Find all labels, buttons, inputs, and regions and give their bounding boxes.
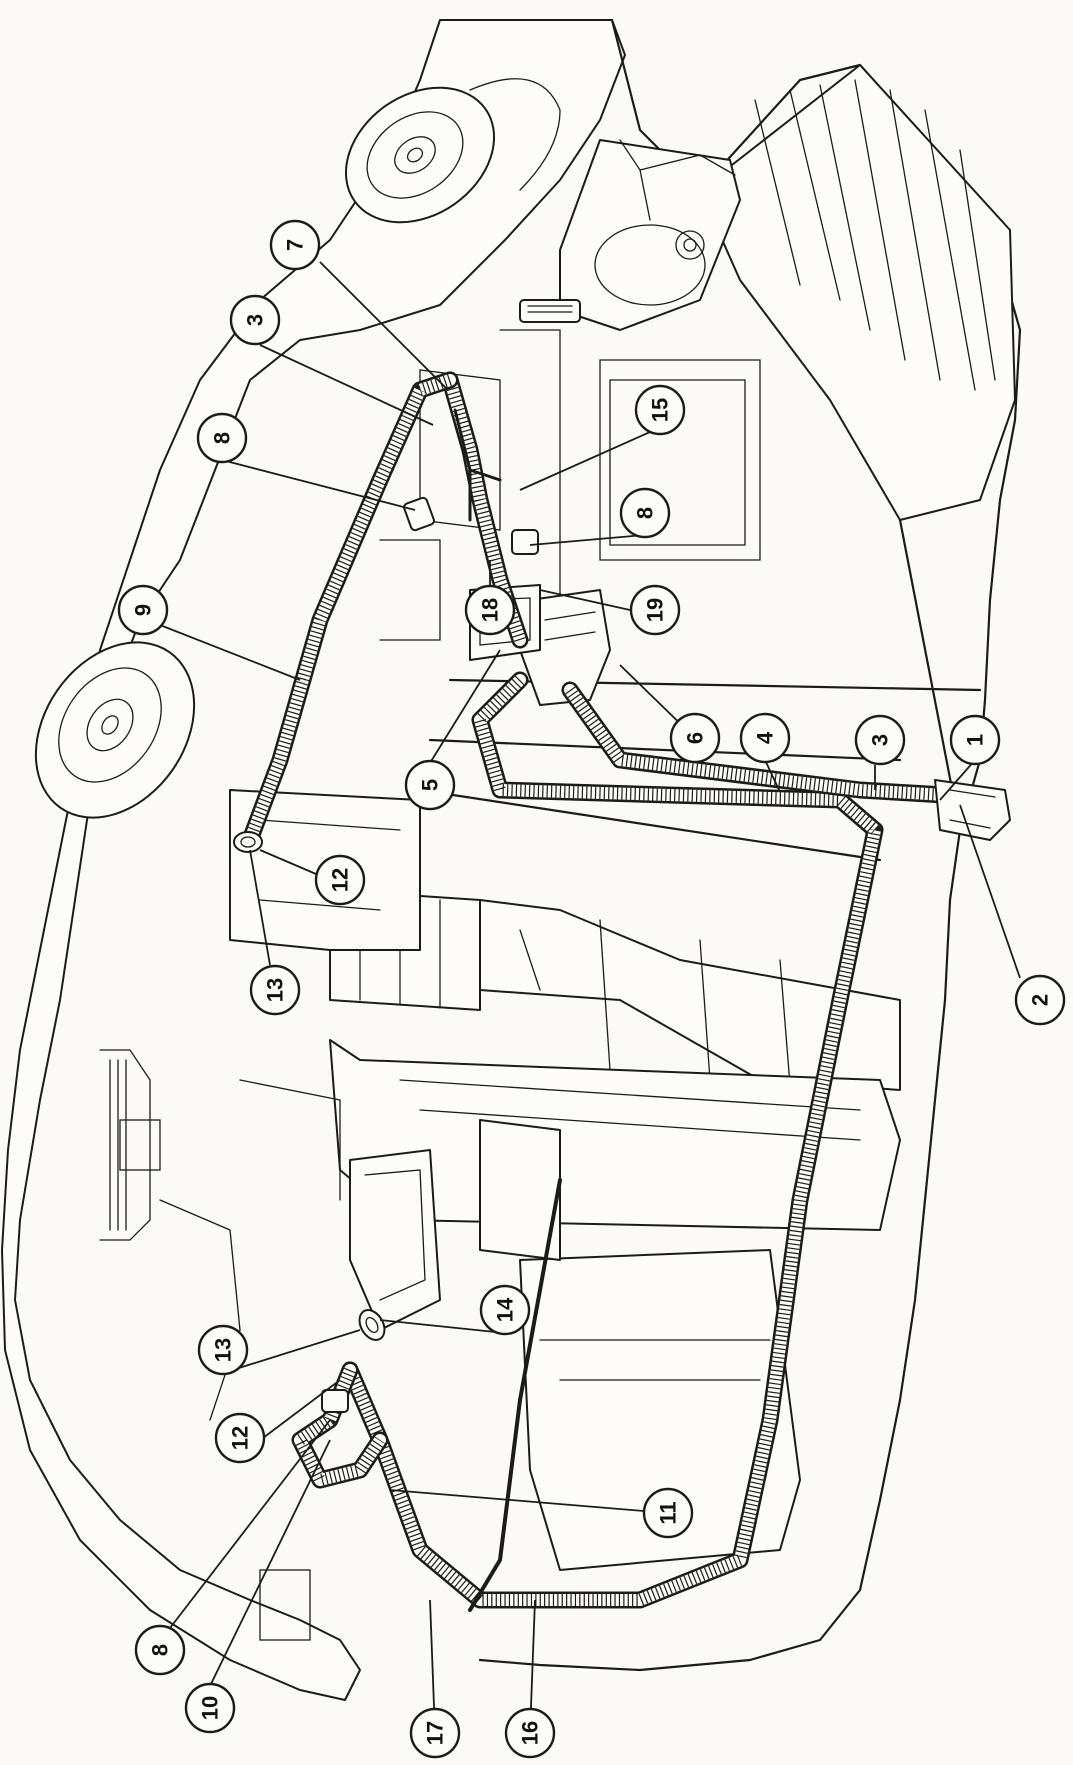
callout-15: 15 bbox=[634, 384, 686, 436]
callout-13-top: 13 bbox=[249, 964, 301, 1016]
callout-16: 16 bbox=[504, 1707, 556, 1759]
callout-12-top: 12 bbox=[314, 854, 366, 906]
callout-label-19: 19 bbox=[643, 598, 668, 622]
callout-label-16: 16 bbox=[518, 1721, 543, 1745]
left-hose bbox=[241, 371, 459, 849]
callout-label-3-top: 3 bbox=[243, 314, 268, 326]
callout-8-front: 8 bbox=[134, 1624, 186, 1676]
callout-label-13-front: 13 bbox=[211, 1338, 236, 1362]
callout-5: 5 bbox=[404, 759, 456, 811]
callout-8-mid: 8 bbox=[619, 487, 671, 539]
callout-1: 1 bbox=[949, 714, 1001, 766]
callout-17: 17 bbox=[409, 1707, 461, 1759]
callout-14: 14 bbox=[479, 1284, 531, 1336]
callout-label-10: 10 bbox=[198, 1696, 223, 1720]
callout-11: 11 bbox=[642, 1487, 694, 1539]
front-wheel bbox=[34, 641, 196, 819]
callout-label-14: 14 bbox=[493, 1297, 518, 1322]
callout-6: 6 bbox=[669, 712, 721, 764]
callout-label-12-front: 12 bbox=[228, 1426, 253, 1450]
callout-label-15: 15 bbox=[648, 398, 673, 422]
vehicle-body bbox=[1, 18, 1022, 1701]
callout-3-top: 3 bbox=[229, 294, 281, 346]
callout-label-2: 2 bbox=[1028, 994, 1053, 1006]
ducting-hoses bbox=[233, 371, 1011, 1612]
leader-lines bbox=[159, 261, 1021, 1734]
callout-label-7: 7 bbox=[283, 239, 308, 251]
supply-hose bbox=[561, 681, 954, 804]
callout-label-8-mid: 8 bbox=[633, 507, 658, 519]
callout-label-3-rear: 3 bbox=[868, 734, 893, 746]
callout-label-8-front: 8 bbox=[148, 1644, 173, 1656]
callout-4: 4 bbox=[739, 712, 791, 764]
callout-label-17: 17 bbox=[423, 1721, 448, 1745]
callout-label-1: 1 bbox=[963, 734, 988, 746]
callout-9: 9 bbox=[117, 584, 169, 636]
rear-inlet bbox=[934, 779, 1011, 841]
outlet-connector-front bbox=[358, 1309, 386, 1341]
callout-label-12-top: 12 bbox=[328, 868, 353, 892]
rear-wheel bbox=[344, 78, 561, 224]
callout-label-5: 5 bbox=[418, 779, 443, 791]
callout-label-4: 4 bbox=[753, 731, 778, 744]
main-hose-run bbox=[341, 671, 884, 1609]
callout-label-18: 18 bbox=[478, 598, 503, 622]
callout-7: 7 bbox=[269, 219, 321, 271]
callout-12-front: 12 bbox=[214, 1412, 266, 1464]
callout-2: 2 bbox=[1014, 974, 1066, 1026]
callout-label-8-top: 8 bbox=[210, 432, 235, 444]
callout-3-rear: 3 bbox=[854, 714, 906, 766]
callout-label-13-top: 13 bbox=[263, 978, 288, 1002]
callouts: 1 2 3 4 6 5 7 3 8 15 8 1 bbox=[117, 219, 1066, 1759]
callout-19: 19 bbox=[629, 584, 681, 636]
callout-13-front: 13 bbox=[197, 1324, 249, 1376]
callout-label-11: 11 bbox=[656, 1501, 681, 1524]
outlet-connector-top bbox=[233, 831, 263, 853]
callout-18: 18 bbox=[464, 584, 516, 636]
callout-label-9: 9 bbox=[131, 604, 156, 616]
callout-8-top: 8 bbox=[196, 412, 248, 464]
callout-10: 10 bbox=[184, 1682, 236, 1734]
callout-label-6: 6 bbox=[683, 732, 708, 744]
